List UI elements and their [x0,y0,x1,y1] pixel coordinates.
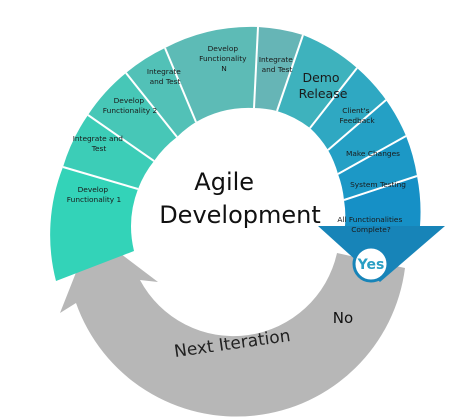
label-integrate-and-test-3: Integrate and Test [259,55,295,74]
label-integrate-and-test-2: Integrate and Test [147,67,183,86]
segment-develop-functionality-n [165,26,258,123]
label-clients-feedback: Client's Feedback [339,106,375,125]
label-demo-release: Demo Release [299,70,348,101]
segment-labels: Develop Functionality 1 Integrate and Te… [67,44,406,234]
segment-integrate-and-test-1 [63,115,154,189]
segment-system-testing [338,136,417,200]
segment-integrate-and-test-3 [254,27,303,111]
label-integrate-and-test-1: Integrate and Test [73,134,126,153]
center-title: Agile Development [159,168,321,229]
label-system-testing: System Testing [350,180,406,189]
segment-clients-feedback [310,68,386,150]
segment-demo-release [277,35,357,128]
label-develop-functionality-1: Develop Functionality 1 [67,185,122,204]
next-iteration-arrow [60,232,405,417]
label-develop-functionality-n: Develop Functionality N [199,44,249,73]
segment-develop-functionality-2 [88,73,177,161]
segment-make-changes [328,100,406,174]
no-label: No [333,309,353,327]
segment-develop-functionality-1 [50,167,139,281]
label-develop-functionality-2: Develop Functionality 2 [103,96,157,115]
segment-all-functionalities-complete [344,176,421,226]
label-make-changes: Make Changes [346,149,400,158]
yes-label: Yes [357,257,385,273]
label-all-functionalities-complete: All Functionalities Complete? [337,215,404,234]
segment-dividers [62,26,418,201]
segment-integrate-and-test-2 [126,48,196,137]
ring-segments [50,26,421,281]
yes-bubble [352,245,390,283]
